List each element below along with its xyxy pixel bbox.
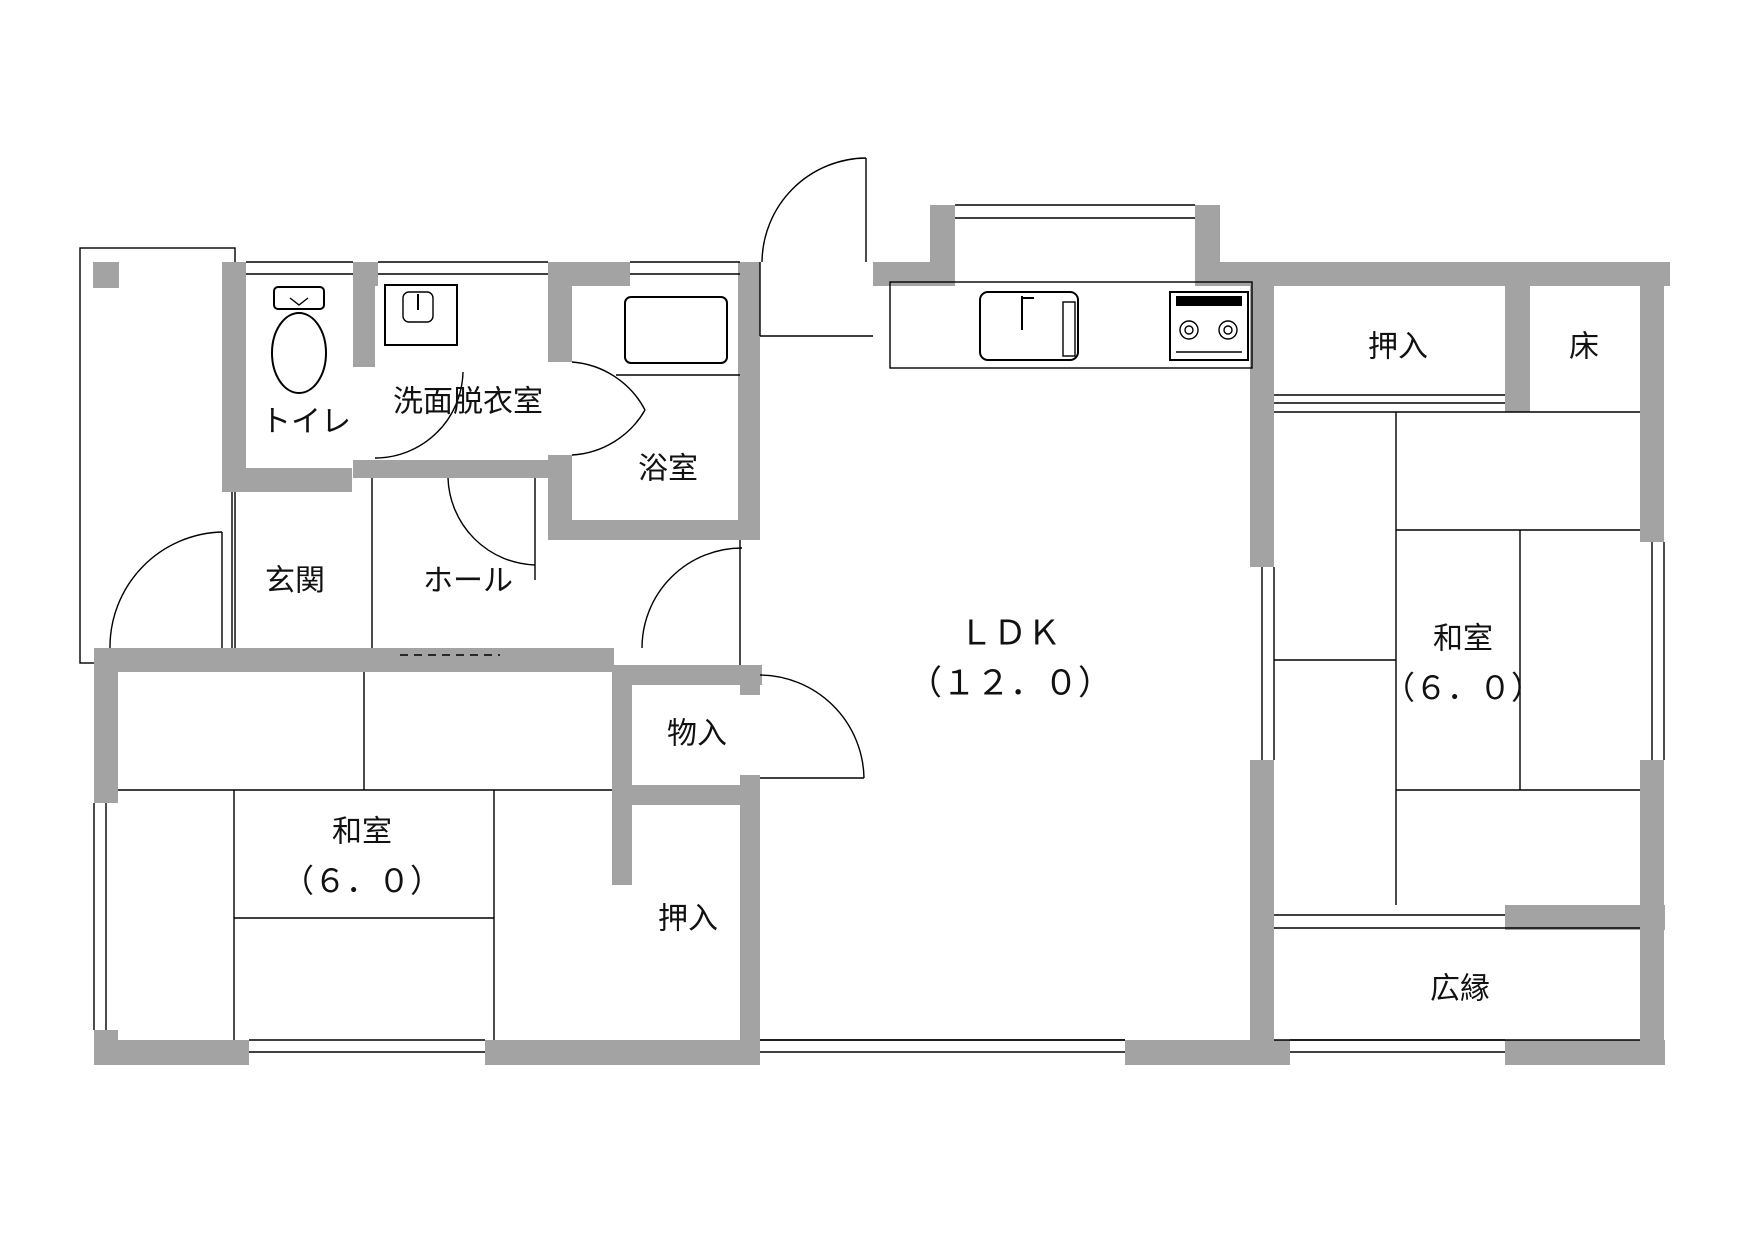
ldk-label: ＬＤＫ: [959, 614, 1061, 654]
storage-label: 物入: [667, 717, 727, 752]
washroom-label: 洗面脱衣室: [393, 385, 543, 420]
porch: [79, 247, 236, 664]
bath-label: 浴室: [638, 452, 698, 487]
wash-basin-icon: [384, 284, 458, 346]
washitsu-left-label: 和室: [332, 815, 392, 850]
ldk-size-label: （１２．０）: [908, 664, 1112, 704]
toilet-icon: [271, 286, 327, 394]
room-labels: トイレ 洗面脱衣室 浴室 玄関 ホール ＬＤＫ （１２．０） 押入 床 和室 （…: [261, 330, 1599, 1007]
washitsu-right-size-label: （６．０）: [1383, 669, 1543, 707]
toilet-label: トイレ: [261, 405, 351, 440]
kitchen-sink-icon: [979, 291, 1079, 361]
doors: [109, 157, 873, 779]
washitsu-left-size-label: （６．０）: [282, 862, 442, 900]
entrance-label: 玄関: [265, 564, 325, 599]
bathtub-icon: [616, 296, 740, 376]
washitsu-right-label: 和室: [1433, 622, 1493, 657]
windows: [93, 204, 1665, 1053]
hall-label: ホール: [423, 564, 513, 599]
closet-top-label: 押入: [1368, 330, 1428, 365]
gas-stove-icon: [1169, 291, 1249, 361]
veranda-label: 広縁: [1430, 972, 1490, 1007]
closet-left-label: 押入: [658, 902, 718, 937]
tokonoma-label: 床: [1569, 330, 1599, 365]
